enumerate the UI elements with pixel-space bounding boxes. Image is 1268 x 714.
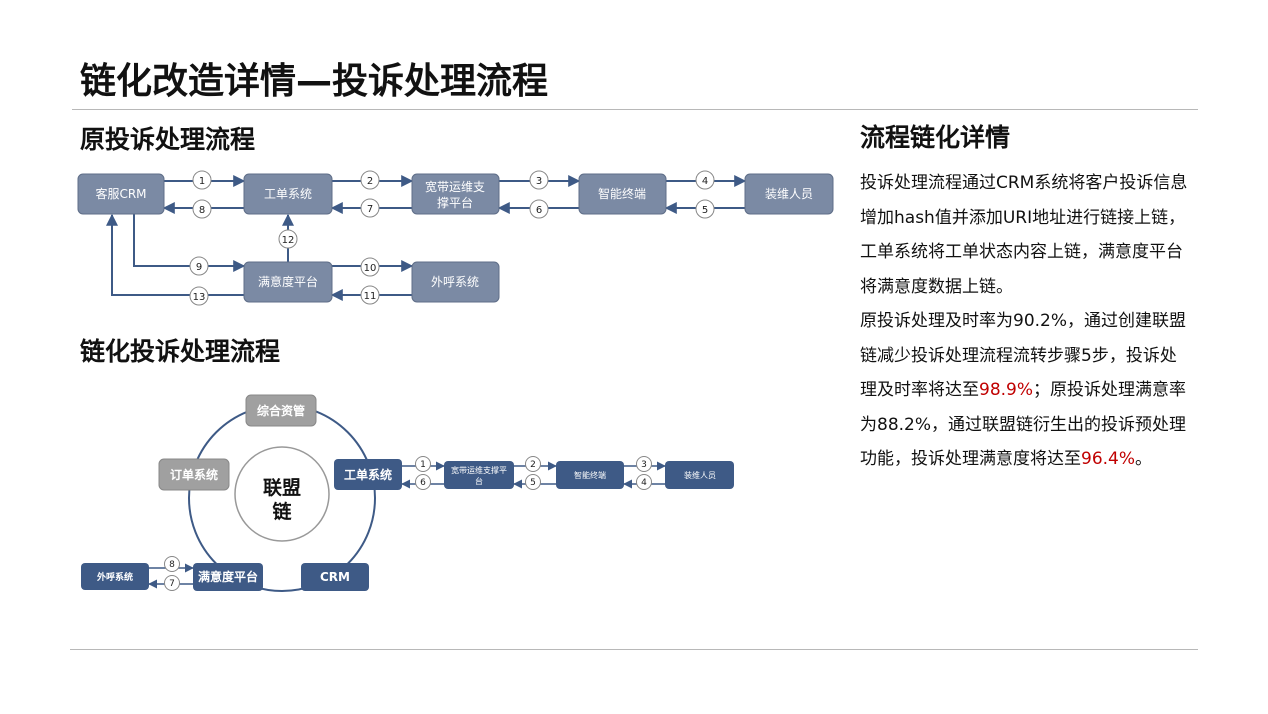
node-satisfaction-chain	[193, 563, 263, 591]
node-installer-chain-label: 装维人员	[684, 470, 716, 480]
chain-badge-7: 7	[164, 575, 180, 591]
svg-text:8: 8	[169, 560, 175, 570]
page-title: 链化改造详情—投诉处理流程	[80, 61, 549, 102]
chained-flow-heading: 链化投诉处理流程	[80, 337, 281, 366]
chain-badge-8: 8	[164, 556, 180, 572]
details-paragraph-1: 投诉处理流程通过CRM系统将客户投诉信息增加hash值并添加URI地址进行链接上…	[860, 173, 1188, 297]
svg-text:5: 5	[530, 478, 536, 488]
svg-text:11: 11	[364, 291, 377, 302]
arrow-9	[133, 214, 246, 272]
node-installer	[744, 173, 834, 215]
original-flow-heading: 原投诉处理流程	[80, 125, 256, 154]
svg-text:13: 13	[193, 292, 206, 303]
node-broadband-chain-label-2: 台	[475, 476, 483, 486]
node-work-order-chain-label: 工单系统	[344, 467, 392, 482]
chained-flow-diagram: 联盟 链 综合资管 订单系统 工单系统 CRM 满意度平台 外呼系统 宽带运维支…	[81, 394, 734, 592]
details-paragraph-2-a: 原投诉处理及时率为90.2%，通过创建联盟链减少投诉处理流程流转步骤5步，投诉处…	[860, 311, 1187, 400]
svg-text:2: 2	[367, 176, 373, 187]
svg-text:12: 12	[282, 235, 295, 246]
chain-badge-6: 6	[415, 474, 431, 490]
node-terminal	[578, 173, 667, 215]
svg-text:3: 3	[536, 176, 542, 187]
details-paragraph-2-c: 。	[1135, 449, 1153, 469]
chain-badge-1: 1	[415, 456, 431, 472]
step-badge-4: 4	[695, 170, 715, 190]
step-badge-6: 6	[529, 199, 549, 219]
node-asset	[245, 394, 317, 427]
node-crm	[77, 173, 165, 215]
step-badge-11: 11	[360, 285, 380, 305]
step-badge-12: 12	[278, 229, 298, 249]
svg-text:3: 3	[641, 460, 647, 470]
svg-text:4: 4	[702, 176, 708, 187]
node-crm-label: 客服CRM	[95, 186, 146, 201]
svg-text:7: 7	[367, 204, 373, 215]
svg-text:4: 4	[641, 478, 647, 488]
node-work-order-label: 工单系统	[264, 187, 312, 201]
node-terminal-chain	[556, 461, 624, 489]
svg-text:2: 2	[530, 460, 536, 470]
step-badge-9: 9	[189, 256, 209, 276]
svg-text:6: 6	[536, 205, 542, 216]
step-badge-8: 8	[192, 199, 212, 219]
original-nodes: 客服CRM 工单系统 宽带运维支 撑平台 智能终端 装维人员 满意度平台 外呼系…	[77, 173, 834, 303]
svg-text:7: 7	[169, 579, 175, 589]
step-badge-13: 13	[189, 286, 209, 306]
svg-text:8: 8	[199, 205, 205, 216]
node-broadband-label-1: 宽带运维支	[425, 179, 485, 194]
top-divider	[72, 109, 1198, 110]
chain-badge-4: 4	[636, 474, 652, 490]
node-work-order	[243, 173, 333, 215]
node-broadband-chain	[444, 461, 514, 489]
svg-text:6: 6	[420, 478, 426, 488]
svg-text:5: 5	[702, 205, 708, 216]
alliance-core-label-1: 联盟	[263, 477, 301, 499]
node-installer-label: 装维人员	[765, 187, 813, 201]
alliance-core	[234, 446, 330, 542]
node-outbound-chain	[81, 563, 149, 590]
node-broadband-chain-label-1: 宽带运维支撑平	[451, 465, 507, 475]
bottom-divider	[70, 649, 1198, 650]
svg-text:1: 1	[199, 176, 205, 187]
node-satisfaction-chain-label: 满意度平台	[198, 569, 258, 584]
node-satisfaction	[243, 261, 333, 303]
svg-text:10: 10	[364, 263, 377, 274]
svg-text:9: 9	[196, 262, 202, 273]
chain-badge-5: 5	[525, 474, 541, 490]
node-order-label: 订单系统	[170, 467, 218, 482]
node-terminal-chain-label: 智能终端	[574, 470, 606, 480]
original-step-badges: 1 2 3 4 5 6 7 8 9 10 11 12 13	[189, 170, 715, 306]
alliance-core-label-2: 链	[272, 500, 291, 523]
node-outbound-label: 外呼系统	[431, 275, 479, 289]
chained-step-badges: 1 6 2 5 3 4 8 7	[164, 456, 652, 591]
node-outbound-chain-label: 外呼系统	[96, 571, 133, 583]
step-badge-5: 5	[695, 199, 715, 219]
node-broadband	[411, 173, 500, 215]
step-badge-10: 10	[360, 257, 380, 277]
step-badge-3: 3	[529, 170, 549, 190]
node-terminal-label: 智能终端	[598, 186, 646, 201]
node-asset-label: 综合资管	[257, 403, 305, 418]
node-outbound	[411, 261, 500, 303]
node-broadband-label-2: 撑平台	[437, 195, 473, 210]
details-text: 投诉处理流程通过CRM系统将客户投诉信息增加hash值并添加URI地址进行链接上…	[860, 166, 1190, 477]
details-paragraph-2-b: ；原投诉处理满意率为88.2%，通过联盟链衍生出的投诉预处理功能，投诉处理满意度…	[860, 380, 1187, 469]
node-crm-chain	[301, 563, 369, 591]
arrow-13	[106, 213, 244, 296]
step-badge-2: 2	[360, 170, 380, 190]
chain-badge-2: 2	[525, 456, 541, 472]
svg-text:1: 1	[420, 460, 426, 470]
step-badge-7: 7	[360, 198, 380, 218]
node-satisfaction-label: 满意度平台	[258, 274, 318, 289]
node-crm-chain-label: CRM	[320, 570, 350, 584]
chain-badge-3: 3	[636, 456, 652, 472]
timeliness-target: 98.9%	[979, 380, 1034, 400]
node-installer-chain	[665, 461, 734, 489]
details-heading: 流程链化详情	[860, 123, 1011, 152]
node-work-order-chain	[334, 459, 402, 490]
step-badge-1: 1	[192, 170, 212, 190]
satisfaction-target: 96.4%	[1081, 449, 1136, 469]
node-order	[158, 458, 230, 491]
